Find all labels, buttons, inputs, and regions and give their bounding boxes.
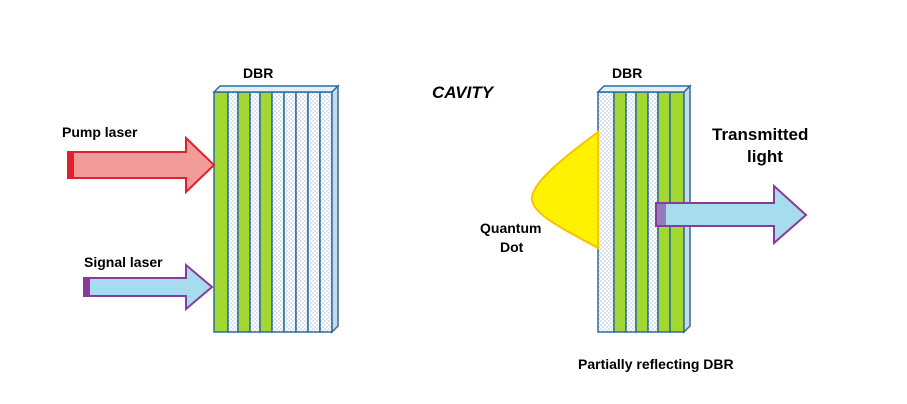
pump-laser-label: Pump laser — [62, 124, 138, 140]
transmitted-light-label-line2: light — [747, 147, 783, 166]
signal-laser-label: Signal laser — [84, 254, 163, 270]
transmitted-light-label-line1: Transmitted — [712, 125, 808, 144]
left-dbr-stack — [212, 84, 340, 334]
quantum-dot-label-line2: Dot — [500, 239, 524, 255]
partially-reflecting-dbr-label: Partially reflecting DBR — [578, 356, 734, 372]
pump-laser-arrow — [67, 135, 216, 195]
quantum-dot-label-line1: Quantum — [480, 220, 541, 236]
cavity-label: CAVITY — [432, 83, 495, 102]
signal-laser-arrow — [83, 262, 214, 312]
quantum-dot-shape — [530, 130, 599, 250]
transmitted-light-arrow — [655, 183, 808, 246]
dbr-right-label: DBR — [612, 65, 642, 81]
dbr-left-label: DBR — [243, 65, 273, 81]
